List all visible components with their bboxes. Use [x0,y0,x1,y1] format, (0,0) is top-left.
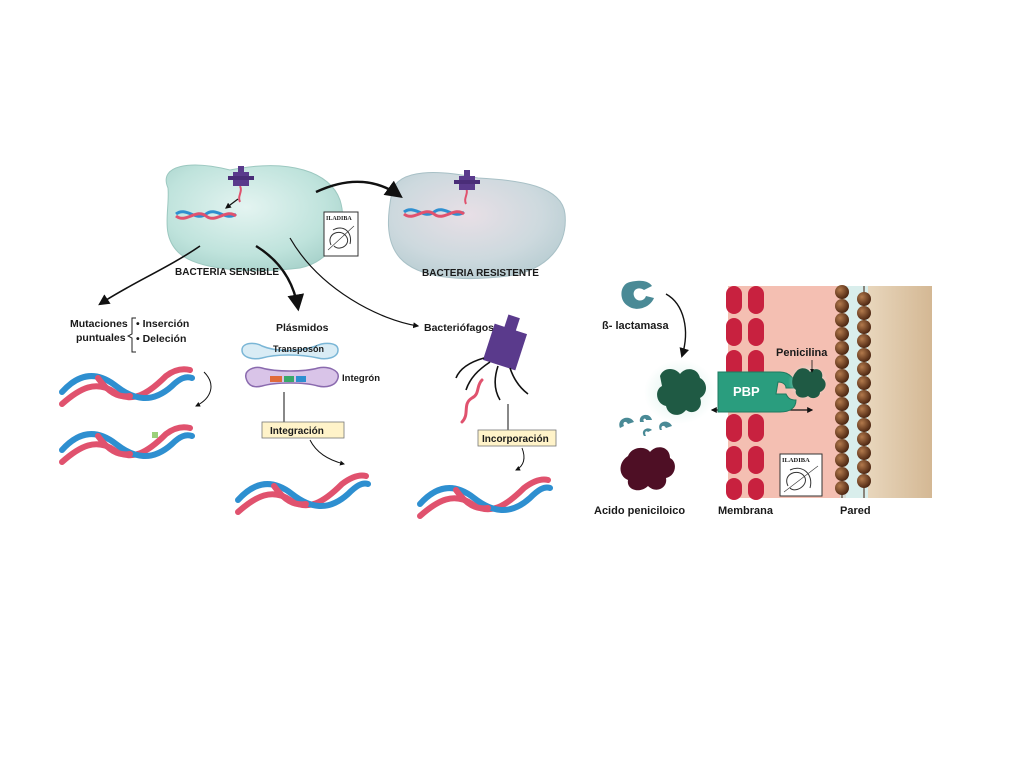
integration-label: Integración [270,426,324,437]
wall-bead [835,439,849,453]
penicilloic-acid-label: Acido peniciloico [594,505,685,517]
wall-bead [857,292,871,306]
insertion-label: • Inserción [136,318,189,330]
integron-label: Integrón [342,373,380,384]
bacteria-sensitive: BACTERIA SENSIBLE [165,164,344,278]
plasmids-group: Plásmidos Transposón Integrón Integració… [235,322,380,515]
wall-bead [835,341,849,355]
beta-lactamase-label: ß- lactamasa [602,320,670,332]
wall-bead [857,348,871,362]
wall-bead [857,320,871,334]
iladiba-logo-left: ILADIBA [323,211,359,257]
plasmids-label: Plásmidos [276,322,329,334]
transformation-arrow [315,180,403,199]
transposon-label: Transposón [273,344,324,354]
wall-bead [857,474,871,488]
wall-bead [835,481,849,495]
wall-bead [857,432,871,446]
beta-lactamase-icon [621,280,654,309]
cell-wall-beads [835,285,871,498]
penicillin-icon [788,364,828,400]
wall-bead [857,418,871,432]
integron-shape: Integrón [245,366,380,388]
mutations-label-line2: puntuales [76,332,126,344]
resistant-dna-blue [403,208,465,216]
wall-bead [835,397,849,411]
dna-helix-incorporation [417,476,553,519]
wall-bead [835,299,849,313]
right-panel: ß- lactamasa PBP Penicilina [594,280,932,517]
dna-helix-mutation-2 [59,424,195,465]
wall-bead [835,411,849,425]
arrow-beta-lactamase [665,293,689,358]
wall-bead [835,327,849,341]
bacteria-sensitive-label: BACTERIA SENSIBLE [175,267,279,278]
wall-bead [835,355,849,369]
dna-helix-mutation-1 [59,366,195,407]
wall-label: Pared [840,505,871,517]
wall-bead [857,362,871,376]
incorporation-label: Incorporación [482,434,549,445]
wall-bead [857,404,871,418]
wall-bead [835,467,849,481]
phage-icon [228,166,254,186]
arrow-to-bacteriophages [289,237,420,329]
bacteria-resistant: BACTERIA RESISTENTE [387,170,566,280]
resistant-dna-red [403,210,465,218]
wall-bead [857,306,871,320]
wall-bead [857,446,871,460]
bacteriophages-group: Bacteriófagos Incorporación [417,314,557,519]
bacteriophage-icon [455,314,529,401]
iladiba-logo-right-text: ILADIBA [782,457,810,464]
bacteria-dna-blue [175,210,237,218]
brace [126,317,136,353]
wall-bead [835,285,849,299]
penicilloic-acid-icon [620,447,675,491]
iladiba-logo-left-text: ILADIBA [326,216,352,222]
bacteriophages-label: Bacteriófagos [424,322,494,334]
arrow-mutation-curve [195,371,212,407]
wall-bead [835,369,849,383]
wall-bead [835,425,849,439]
pbp-label: PBP [733,384,760,399]
wall-bead [835,383,849,397]
phage-icon-resistant [454,170,480,190]
wall-bead [835,453,849,467]
transposon-shape: Transposón [241,342,339,360]
bacteria-resistant-label: BACTERIA RESISTENTE [422,268,539,279]
wall-bead [835,313,849,327]
deletion-label: • Deleción [136,333,186,345]
arrow-to-plasmids [255,244,305,312]
arrow-to-mutations [98,245,201,306]
mutations-label-line1: Mutaciones [70,318,128,330]
enzyme-fragments [619,414,672,436]
wall-bead [857,376,871,390]
enzyme-complex [644,360,716,424]
dna-helix-integration [235,472,371,515]
bacteria-dna-red [175,212,237,220]
incorporation-box: Incorporación [477,429,557,447]
membrane-label: Membrana [718,505,774,517]
cell-wall-region [868,286,932,498]
mutations-group: Mutaciones puntuales • Inserción • Delec… [59,317,212,465]
integration-box: Integración [261,421,345,439]
left-panel: BACTERIA SENSIBLE ILADIBA BACTERIA RESIS… [59,164,566,519]
wall-bead [857,460,871,474]
wall-bead [857,390,871,404]
phage-dna-fragment [460,378,484,424]
penicillin-label: Penicilina [776,347,828,359]
iladiba-logo-right: ILADIBA [779,453,823,497]
wall-bead [857,334,871,348]
